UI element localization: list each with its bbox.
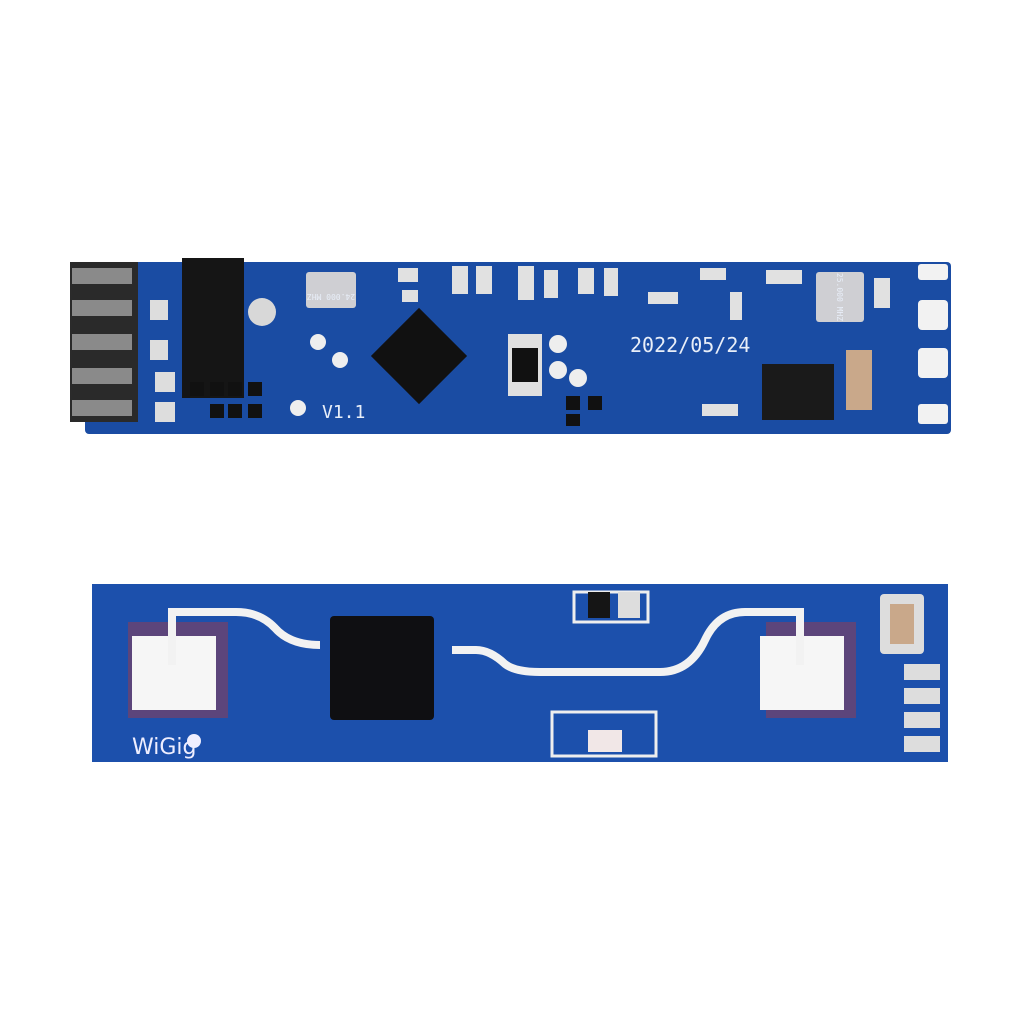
crystal-label: 24.000 MHZ — [307, 292, 355, 301]
top-pcb-board: 24.000 MHZ 25.000 MHZ 2022/05/24 V1.1 — [70, 258, 951, 434]
rf-trace — [168, 608, 804, 676]
voltage-regulator — [182, 258, 244, 398]
led — [588, 730, 622, 752]
version-marking: V1.1 — [322, 402, 365, 423]
rf-chip — [330, 616, 434, 720]
inductor — [762, 364, 834, 420]
crystal-24mhz — [306, 272, 356, 308]
crystal-label: 25.000 MHZ — [835, 273, 844, 321]
bottom-pcb-board: WiGig — [92, 584, 948, 762]
pin-header — [70, 262, 138, 422]
crystal-25mhz — [816, 272, 864, 322]
wigig-logo: WiGig — [132, 735, 197, 760]
date-marking: 2022/05/24 — [630, 333, 750, 357]
main-chip — [370, 307, 468, 405]
